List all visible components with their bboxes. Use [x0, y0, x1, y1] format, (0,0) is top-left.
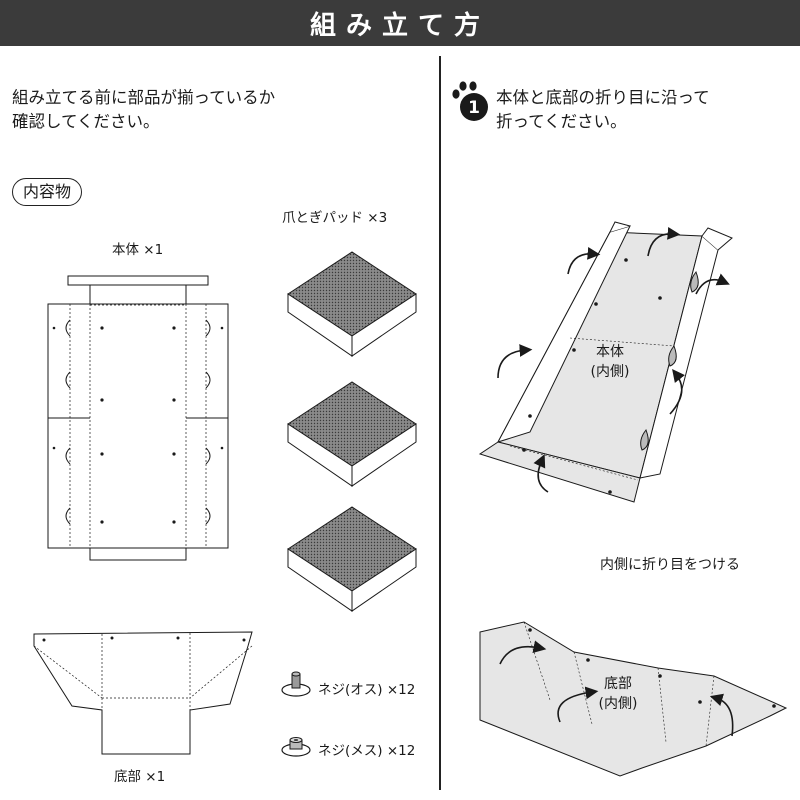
paw-icon: 1: [452, 81, 488, 121]
body-part-diagram: [47, 275, 229, 561]
contents-badge: 内容物: [12, 178, 83, 206]
screw-male-icon: [281, 671, 311, 697]
intro-line-2: 確認してください。: [12, 112, 160, 131]
base-part-label: 底部 ×1: [114, 769, 166, 785]
body-folded-diagram: 本体 (内側): [478, 221, 733, 503]
intro-line-1: 組み立てる前に部品が揃っているか: [12, 88, 276, 107]
body-inner-label-2: (内側): [591, 364, 630, 380]
screw-male-label: ネジ(オス) ×12: [318, 682, 416, 698]
scratch-pad-2: [287, 381, 417, 487]
scratch-pad-1: [287, 251, 417, 357]
scratch-pad-3: [287, 506, 417, 612]
base-part-diagram: [33, 631, 253, 755]
crease-note: 内側に折り目をつける: [600, 557, 740, 573]
base-inner-label-1: 底部: [604, 676, 632, 692]
step-number: 1: [468, 98, 480, 118]
body-part-label: 本体 ×1: [112, 242, 164, 258]
step-line-2: 折ってください。: [496, 112, 627, 131]
base-inner-label-2: (内側): [599, 696, 638, 712]
step-1-text: 本体と底部の折り目に沿って 折ってください。: [496, 86, 786, 134]
intro-text: 組み立てる前に部品が揃っているか 確認してください。: [12, 86, 332, 134]
pad-part-label: 爪とぎパッド ×3: [282, 210, 388, 226]
body-inner-label-1: 本体: [596, 344, 624, 360]
screw-female-label: ネジ(メス) ×12: [318, 743, 416, 759]
column-divider: [439, 56, 441, 790]
base-folded-diagram: 底部 (内側): [479, 621, 788, 777]
screw-female-icon: [281, 737, 311, 757]
page-title: 組み立て方: [309, 10, 490, 41]
step-line-1: 本体と底部の折り目に沿って: [496, 88, 710, 107]
header-bar: 組み立て方: [0, 0, 800, 46]
